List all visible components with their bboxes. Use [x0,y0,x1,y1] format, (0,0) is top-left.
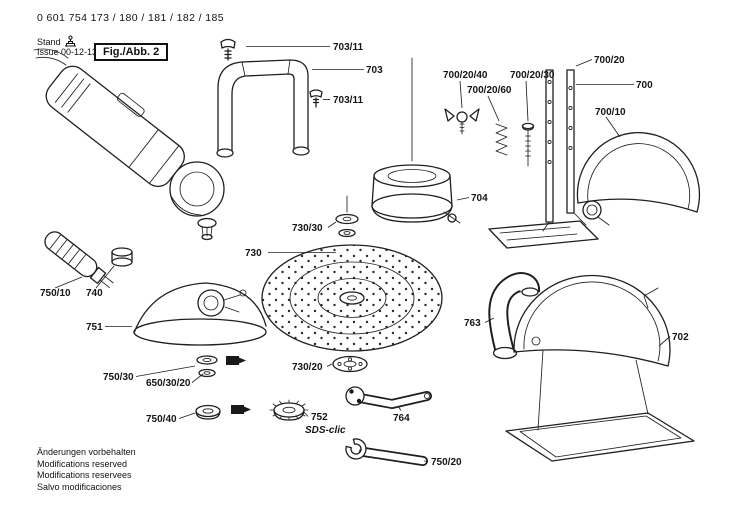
clamp-collar-704 [371,57,461,224]
open-end-spanner-750-20 [345,438,428,466]
note-english: Modifications reserved [37,458,128,469]
label-730-20: 730/20 [292,362,323,373]
stand-label: Stand [37,37,61,47]
figure-label: Fig./Abb. 2 [94,43,169,61]
note-german: Änderungen vorbehalten [37,447,136,457]
wing-bolt-700-20-40 [444,108,480,135]
label-703-11-b: 703/11 [333,95,363,106]
stamp-icon [64,35,76,47]
leader-lines [54,46,671,462]
guide-stand-700 [488,69,599,249]
side-handle-750-10 [44,231,114,289]
label-764: 764 [393,413,410,424]
label-752-sds-clic: SDS-clic [305,425,346,436]
label-650-30-20: 650/30/20 [146,378,191,389]
pin-spanner-764 [345,386,432,409]
part-labels: 703/11 703 703/11 700/20/40 700/20/60 70… [40,42,689,468]
label-750-20: 750/20 [431,457,462,468]
label-703: 703 [366,65,383,76]
angle-grinder-body [33,48,225,241]
label-700-20-30: 700/20/30 [510,70,555,81]
screw-703-11-top [220,38,236,61]
washers-730-30 [335,195,359,238]
footer-notes: Änderungen vorbehalten Modifications res… [37,447,136,493]
label-700-20-40: 700/20/40 [443,70,488,81]
solid-marker-icon-1 [226,356,246,365]
label-751: 751 [86,322,103,333]
extraction-elbow-763 [488,272,540,360]
backing-pad-730 [261,244,443,352]
wheel-guard-751 [133,282,267,346]
clamp-nut-750-40 [195,404,221,420]
note-french: Modifications reservees [37,470,132,480]
flange-740 [111,247,133,267]
label-763: 763 [464,318,481,329]
label-704: 704 [471,193,488,204]
label-740: 740 [86,288,103,299]
label-700: 700 [636,80,653,91]
spindle [197,217,217,229]
wheel-guard-700-10 [576,132,701,226]
type-numbers: 0 601 754 173 / 180 / 181 / 182 / 185 [37,12,225,24]
screw-703-11-side [309,89,323,108]
label-700-20: 700/20 [594,55,625,66]
cut-off-guard-702 [505,274,695,462]
label-700-20-60: 700/20/60 [467,85,512,96]
label-752: 752 [311,412,328,423]
label-700-10: 700/10 [595,107,626,118]
bolt-700-20-30 [521,122,535,167]
label-730: 730 [245,248,262,259]
label-703-11-a: 703/11 [333,42,363,53]
label-730-30: 730/30 [292,223,323,234]
spring-700-20-60 [495,123,508,156]
issue-date: 00-12-13 [61,47,98,57]
issue-row: Issue 00-12-13 [37,47,97,57]
washer-set-750-30 [196,355,218,378]
label-750-10: 750/10 [40,288,71,299]
note-spanish: Salvo modificaciones [37,481,122,492]
label-750-40: 750/40 [146,414,177,425]
stand-row: Stand [37,35,77,47]
solid-marker-icon-2 [231,405,251,414]
issue-label: Issue [37,47,59,57]
flange-730-20 [332,355,368,373]
sds-clic-nut-752 [269,399,309,421]
label-750-30: 750/30 [103,372,134,383]
label-702: 702 [672,332,689,343]
carrying-handle-703 [216,59,310,158]
